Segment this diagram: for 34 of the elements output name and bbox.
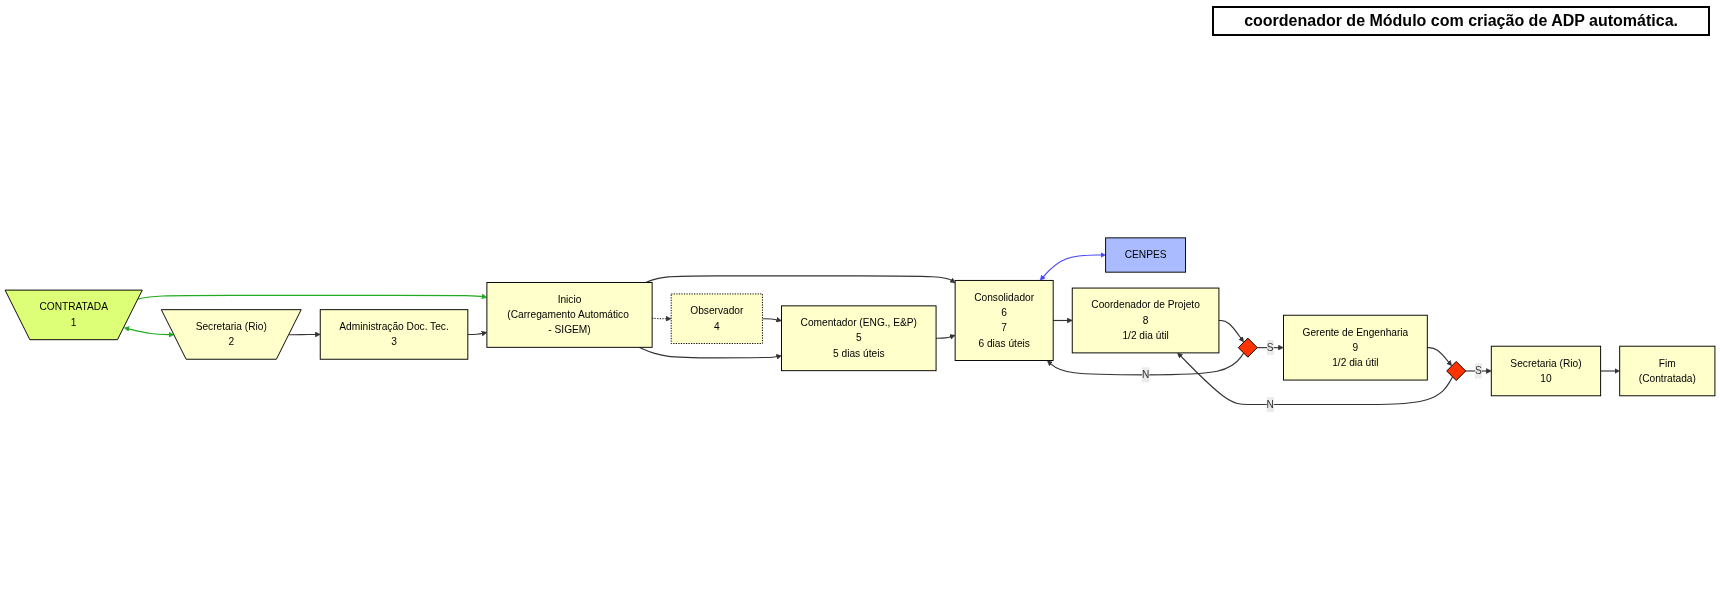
node-box: Observador 4: [670, 293, 763, 344]
node-box: Consolidador 6 7 6 dias úteis: [954, 279, 1054, 361]
arrow: [761, 317, 782, 323]
node-box: Gerente de Engenharia 9 1/2 dia útil: [1283, 314, 1428, 381]
edge-label: S: [1474, 365, 1482, 377]
node-box: Administração Doc. Tec. 3: [319, 309, 469, 360]
arrow: [1218, 319, 1244, 343]
node-box: Fim (Contratada): [1619, 345, 1716, 397]
arrow: [123, 326, 175, 338]
edge-label: N: [1266, 398, 1274, 410]
node-diamond: [1237, 337, 1258, 358]
arrow: [1052, 317, 1073, 324]
arrow: [638, 346, 782, 360]
arrow: [1600, 368, 1620, 374]
edge-label: N: [1141, 369, 1150, 380]
arrow: [137, 293, 488, 300]
arrow: [1177, 352, 1454, 406]
node-box: Inicio (Carregamento Automático - SIGEM): [486, 282, 653, 348]
arrow: [651, 315, 672, 322]
node-box: Comentador (ENG., E&P) 5 5 dias úteis: [781, 305, 937, 372]
arrow: [1039, 252, 1106, 281]
note-text: coordenador de Módulo com criação de ADP automática.: [1212, 6, 1710, 36]
node-diamond: [1446, 361, 1467, 381]
arrow: [467, 330, 488, 337]
edge-label: S: [1266, 341, 1274, 353]
node-box: Coordenador de Projeto 8 1/2 dia útil: [1071, 287, 1220, 354]
arrow: [1426, 347, 1452, 366]
arrow: [1047, 352, 1245, 376]
node-box: Secretaria (Rio) 10: [1490, 345, 1602, 397]
arrow: [645, 275, 956, 284]
arrow: [288, 331, 321, 338]
arrow: [1464, 368, 1492, 374]
arrow: [935, 334, 956, 340]
node-box: CENPES: [1105, 237, 1187, 273]
